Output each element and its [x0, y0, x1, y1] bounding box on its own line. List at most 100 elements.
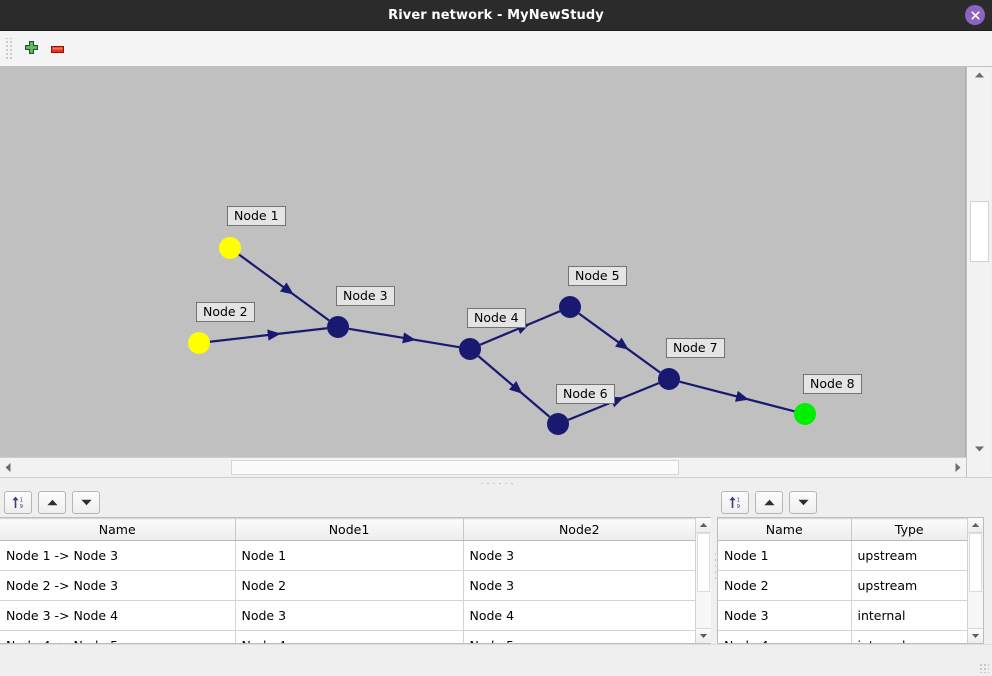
- reaches-column-header[interactable]: Node2: [463, 518, 695, 541]
- graph-node-label-node-2[interactable]: Node 2: [196, 302, 255, 323]
- reaches-scroll-up-icon[interactable]: [696, 518, 711, 533]
- nodes-cell[interactable]: Node 4: [718, 630, 852, 643]
- graph-node-node-7[interactable]: [658, 368, 680, 390]
- nodes-table-scrollbar[interactable]: [967, 518, 983, 643]
- nodes-move-up-button[interactable]: [755, 490, 783, 514]
- reaches-cell[interactable]: Node 2 -> Node 3: [0, 570, 236, 601]
- network-canvas-container: Node 1 Node 2 Node 3 Node 4 Node 5 Node 6 Node…: [0, 67, 992, 457]
- close-icon[interactable]: [965, 5, 985, 25]
- graph-edge-arrow: [615, 337, 629, 350]
- reaches-cell[interactable]: Node 3: [463, 570, 695, 601]
- graph-node-label-node-3[interactable]: Node 3: [336, 286, 395, 307]
- scrollbar-corner: [966, 457, 991, 477]
- reaches-move-up-button[interactable]: [38, 490, 66, 514]
- toolbar-drag-handle[interactable]: [4, 37, 13, 60]
- graph-edge-arrow: [508, 381, 523, 394]
- canvas-hscroll-track[interactable]: [16, 458, 950, 477]
- graph-node-label-node-7[interactable]: Node 7: [666, 338, 725, 359]
- svg-text:9: 9: [19, 504, 23, 510]
- nodes-cell[interactable]: upstream: [851, 570, 967, 601]
- graph-node-node-4[interactable]: [459, 338, 481, 360]
- reaches-sort-button[interactable]: 1 9: [4, 490, 32, 514]
- nodes-scroll-down-icon[interactable]: [968, 628, 983, 643]
- reaches-cell[interactable]: Node 4 -> Node 5: [0, 630, 236, 643]
- canvas-vscroll-track[interactable]: [967, 83, 991, 441]
- add-plus-icon[interactable]: [18, 36, 44, 62]
- reaches-cell[interactable]: Node 5: [463, 630, 695, 643]
- canvas-vscroll-thumb[interactable]: [970, 201, 989, 262]
- graph-node-node-8[interactable]: [794, 403, 816, 425]
- graph-node-label-node-6[interactable]: Node 6: [556, 384, 615, 405]
- graph-edges-layer: [188, 237, 816, 435]
- reaches-cell[interactable]: Node 2: [235, 570, 464, 601]
- remove-minus-icon[interactable]: [44, 36, 70, 62]
- vertical-splitter[interactable]: [711, 487, 717, 644]
- scroll-left-icon[interactable]: [0, 458, 16, 477]
- reaches-column-header[interactable]: Name: [0, 518, 236, 541]
- horizontal-splitter[interactable]: [0, 477, 992, 487]
- river-network-graph[interactable]: Node 1 Node 2 Node 3 Node 4 Node 5 Node 6 Node…: [0, 67, 966, 457]
- reaches-cell[interactable]: Node 3: [463, 540, 695, 571]
- reaches-cell[interactable]: Node 1 -> Node 3: [0, 540, 236, 571]
- reaches-scroll-down-icon[interactable]: [696, 628, 711, 643]
- nodes-scroll-up-icon[interactable]: [968, 518, 983, 533]
- reaches-scroll-thumb[interactable]: [697, 533, 710, 592]
- canvas-vertical-scrollbar[interactable]: [966, 67, 991, 457]
- nodes-cell[interactable]: upstream: [851, 540, 967, 571]
- graph-node-label-node-5[interactable]: Node 5: [568, 266, 627, 287]
- nodes-sort-button[interactable]: 1 9: [721, 490, 749, 514]
- graph-node-node-2[interactable]: [188, 332, 210, 354]
- nodes-cell[interactable]: Node 1: [718, 540, 852, 571]
- graph-node-node-5[interactable]: [559, 296, 581, 318]
- nodes-scroll-track[interactable]: [968, 533, 983, 628]
- scroll-right-icon[interactable]: [950, 458, 966, 477]
- canvas-hscroll-thumb[interactable]: [230, 460, 680, 475]
- nodes-scroll-thumb[interactable]: [969, 533, 982, 592]
- nodes-cell[interactable]: Node 2: [718, 570, 852, 601]
- nodes-cell[interactable]: Node 3: [718, 600, 852, 631]
- reaches-cell[interactable]: Node 4: [235, 630, 464, 643]
- status-bar: [0, 644, 992, 676]
- scroll-down-icon[interactable]: [967, 441, 991, 457]
- nodes-cell[interactable]: internal: [851, 630, 967, 643]
- nodes-column-header[interactable]: Name: [718, 518, 852, 541]
- graph-node-node-1[interactable]: [219, 237, 241, 259]
- reaches-cell[interactable]: Node 3: [235, 600, 464, 631]
- reaches-cell[interactable]: Node 1: [235, 540, 464, 571]
- nodes-move-down-button[interactable]: [789, 490, 817, 514]
- canvas-horizontal-scrollbar[interactable]: [0, 457, 966, 477]
- window-resize-grip[interactable]: [979, 663, 989, 673]
- nodes-cell[interactable]: internal: [851, 600, 967, 631]
- graph-node-label-node-8[interactable]: Node 8: [803, 374, 862, 395]
- reaches-cell[interactable]: Node 3 -> Node 4: [0, 600, 236, 631]
- graph-node-label-node-1[interactable]: Node 1: [227, 206, 286, 227]
- reaches-column-header[interactable]: Node1: [235, 518, 464, 541]
- reaches-scroll-track[interactable]: [696, 533, 711, 628]
- graph-node-node-3[interactable]: [327, 316, 349, 338]
- reaches-move-down-button[interactable]: [72, 490, 100, 514]
- reaches-cell[interactable]: Node 4: [463, 600, 695, 631]
- nodes-column-header[interactable]: Type: [851, 518, 967, 541]
- reaches-table-scrollbar[interactable]: [695, 518, 711, 643]
- table-row[interactable]: Node 4internal: [718, 630, 967, 643]
- graph-node-node-6[interactable]: [547, 413, 569, 435]
- graph-node-label-node-4[interactable]: Node 4: [467, 308, 526, 329]
- splitter-grip: [479, 481, 513, 484]
- scroll-up-icon[interactable]: [967, 67, 991, 83]
